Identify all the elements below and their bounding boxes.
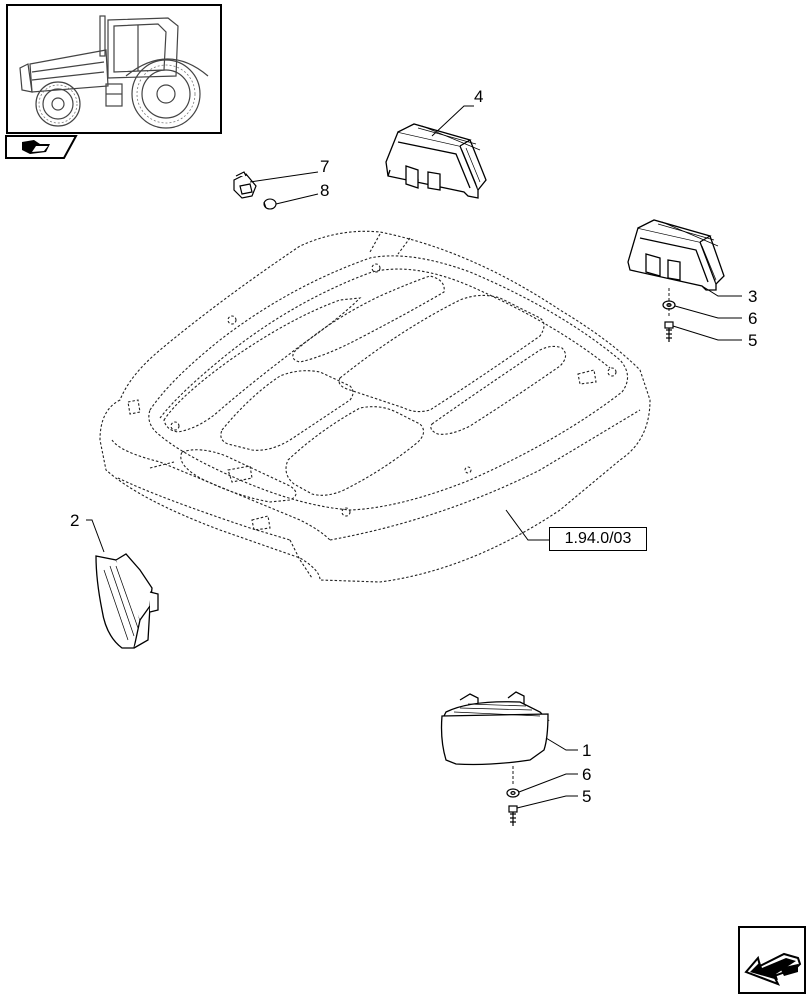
previous-page-button[interactable] (738, 926, 806, 994)
leader-lines (86, 105, 742, 809)
side-light-2[interactable] (95, 553, 159, 649)
work-light-4[interactable] (385, 123, 487, 199)
tractor-thumbnail[interactable] (6, 4, 222, 134)
callout-7: 7 (320, 157, 330, 176)
callout-6-upper: 6 (748, 309, 758, 328)
callout-5-upper: 5 (748, 331, 758, 350)
catalog-tab[interactable] (0, 134, 78, 160)
front-light-1[interactable] (440, 691, 550, 766)
previous-page-arrow-icon (744, 952, 802, 986)
callout-5-lower: 5 (582, 787, 592, 806)
callout-3: 3 (748, 287, 758, 306)
tractor-icon (19, 15, 209, 129)
screw-5-lower[interactable] (508, 805, 518, 826)
callout-6-lower: 6 (582, 765, 592, 784)
book-arrow-icon (5, 135, 78, 159)
screw-5-upper[interactable] (664, 321, 674, 342)
bulb-holder-7[interactable] (233, 171, 257, 199)
work-light-3[interactable] (627, 219, 725, 291)
bulb-8[interactable] (263, 198, 277, 210)
cab-roof (99, 230, 651, 583)
cab-roof-reference-link[interactable]: 1.94.0/03 (549, 527, 647, 551)
callout-8: 8 (320, 181, 330, 200)
callout-4: 4 (474, 87, 484, 106)
washer-6-lower[interactable] (506, 788, 520, 798)
callout-1: 1 (582, 741, 592, 760)
callout-2: 2 (70, 511, 80, 530)
